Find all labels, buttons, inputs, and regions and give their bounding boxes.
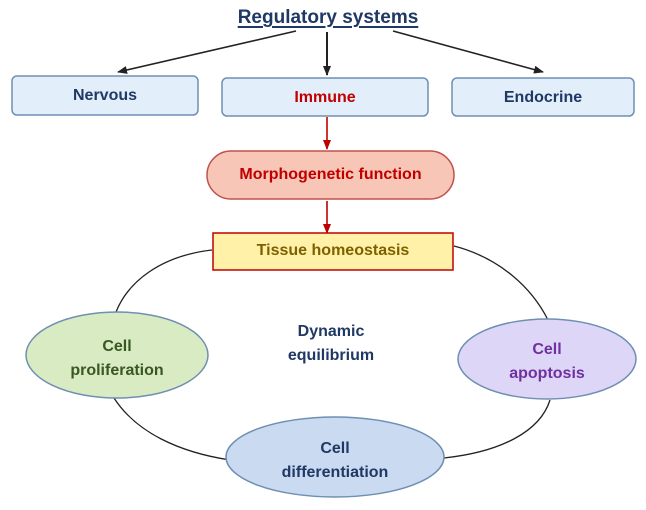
- morphogenetic-label: Morphogenetic function: [239, 166, 422, 183]
- dynamic-equilibrium-line1: Dynamic: [297, 323, 365, 340]
- dynamic-equilibrium-line2: equilibrium: [287, 347, 375, 364]
- nervous-label: Nervous: [72, 87, 138, 104]
- differentiation-line2: differentiation: [281, 464, 389, 481]
- arrow-to-endocrine: [392, 30, 544, 74]
- cycle-curve-left-bottom: [113, 397, 231, 461]
- morphogenetic-shape: [206, 150, 455, 200]
- page-title: Regulatory systems: [237, 7, 419, 28]
- endocrine-label: Endocrine: [503, 89, 583, 106]
- proliferation-line1: Cell: [102, 338, 132, 355]
- dynamic-equilibrium-label: Dynamic equilibrium: [256, 320, 406, 368]
- tissue-homeostasis-box: [212, 232, 454, 271]
- differentiation-label: Cell differentiation: [226, 437, 444, 485]
- nervous-box: [11, 75, 199, 116]
- apoptosis-line1: Cell: [532, 341, 562, 358]
- apoptosis-ellipse: [457, 318, 637, 400]
- cycle-curve-right-bottom: [443, 399, 551, 459]
- differentiation-ellipse: [225, 416, 445, 498]
- cycle-curve-left-top: [115, 249, 213, 313]
- immune-label: Immune: [294, 89, 356, 106]
- proliferation-ellipse: [25, 311, 209, 399]
- proliferation-label: Cell proliferation: [26, 335, 208, 383]
- arrow-to-nervous: [117, 30, 297, 74]
- proliferation-line2: proliferation: [70, 362, 164, 379]
- cycle-curve-right-top: [453, 245, 549, 321]
- differentiation-line1: Cell: [320, 440, 350, 457]
- immune-box: [221, 77, 429, 117]
- apoptosis-line2: apoptosis: [509, 365, 585, 382]
- apoptosis-label: Cell apoptosis: [458, 338, 636, 386]
- endocrine-box: [451, 77, 635, 117]
- tissue-homeostasis-label: Tissue homeostasis: [256, 242, 410, 259]
